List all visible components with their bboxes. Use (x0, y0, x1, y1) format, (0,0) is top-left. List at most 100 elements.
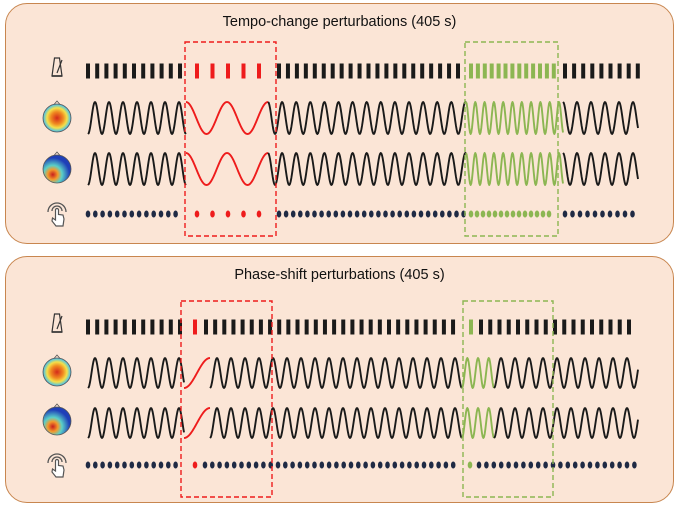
panel-title: Tempo-change perturbations (405 s) (222, 14, 457, 30)
beat-bar (497, 319, 502, 335)
finger-hand (51, 207, 65, 227)
tap-dot (129, 210, 135, 218)
tap-dot (617, 461, 622, 469)
tap-dot (144, 210, 149, 218)
beat-bar (231, 319, 236, 335)
beat-bar (178, 63, 182, 79)
tap-dot (202, 461, 208, 469)
beat-bar (531, 63, 536, 79)
beat-bar (222, 319, 227, 335)
eeg-oscillation (267, 152, 467, 186)
tap-wave-inner (51, 456, 63, 463)
tap-dot (474, 210, 480, 218)
beat-bar (411, 63, 416, 79)
beat-bar (451, 319, 456, 335)
tap-dot (467, 461, 473, 469)
tap-dot (572, 461, 578, 469)
tap-dot (340, 210, 346, 218)
beat-bar (479, 319, 483, 335)
beat-bar (590, 63, 595, 79)
beat-bar (330, 63, 335, 79)
tap-dot (348, 461, 354, 469)
tap-dot (443, 461, 449, 469)
beat-bar (544, 63, 549, 79)
tap-dot (404, 210, 410, 218)
beat-bar (304, 319, 309, 335)
tap-dot (492, 210, 498, 218)
beat-bar (402, 63, 407, 79)
tap-dot (361, 210, 367, 218)
beat-bar (503, 63, 508, 79)
beat-bar (178, 319, 182, 335)
beat-bar (366, 63, 371, 79)
tap-dot (411, 210, 417, 218)
beat-bar (168, 319, 173, 335)
beat-bar (599, 319, 604, 335)
beat-bar (193, 319, 197, 335)
tap-dot (85, 210, 91, 218)
beat-bar (441, 319, 446, 335)
tap-dot (151, 210, 156, 218)
brain-topomap-icon (42, 100, 72, 133)
beat-bar (226, 63, 230, 79)
beat-bar (312, 63, 317, 79)
tap-dot (491, 461, 497, 469)
tap-dot (253, 461, 259, 469)
beat-bar (517, 63, 522, 79)
beat-bar (313, 319, 318, 335)
tap-dot (93, 210, 98, 218)
tap-dot (609, 461, 615, 469)
tap-dot (385, 461, 390, 469)
tap-dot (383, 210, 388, 218)
beat-bar (538, 63, 542, 79)
tap-dot (136, 210, 142, 218)
beat-bar (617, 63, 622, 79)
tap-dot (100, 210, 105, 218)
beat-bar (249, 319, 254, 335)
beat-bar (122, 319, 127, 335)
beat-bar (387, 319, 391, 335)
tap-dot (543, 461, 548, 469)
tap-dot (414, 461, 420, 469)
tap-dot (341, 461, 347, 469)
tap-dot (347, 210, 353, 218)
tap-dot (210, 210, 215, 218)
tap-dot (107, 461, 113, 469)
beat-bar (396, 319, 401, 335)
tap-dot (377, 461, 383, 469)
tap-dot (194, 210, 200, 218)
perturbation-window (462, 300, 554, 498)
beat-bar (405, 319, 410, 335)
beat-bar (524, 63, 529, 79)
tap-dot (450, 461, 456, 469)
beat-bar (368, 319, 373, 335)
beat-bar (195, 63, 199, 79)
tap-dot (173, 210, 178, 218)
tap-dot (363, 461, 368, 469)
tap-dot (546, 210, 552, 218)
tap-dot (585, 210, 590, 218)
beat-bar (350, 319, 355, 335)
beat-bar (423, 319, 428, 335)
beat-bar (303, 63, 308, 79)
tap-dot (334, 461, 339, 469)
beat-bar (341, 319, 346, 335)
tap-dot (305, 210, 310, 218)
beat-bar (562, 319, 567, 335)
beat-bar (420, 63, 425, 79)
eeg-oscillation (562, 101, 639, 135)
beat-bar (277, 319, 282, 335)
beat-bar (268, 319, 273, 335)
tap-dot (534, 210, 540, 218)
eeg-oscillation (183, 407, 211, 439)
beat-bar (86, 319, 90, 335)
beat-bar (141, 63, 146, 79)
tap-dot (241, 210, 246, 218)
tap-dot (246, 461, 252, 469)
beat-bar (150, 319, 155, 335)
tap-dot (256, 210, 262, 218)
topomap-nose (53, 354, 61, 359)
beat-bar (496, 63, 501, 79)
beat-bar (456, 63, 460, 79)
